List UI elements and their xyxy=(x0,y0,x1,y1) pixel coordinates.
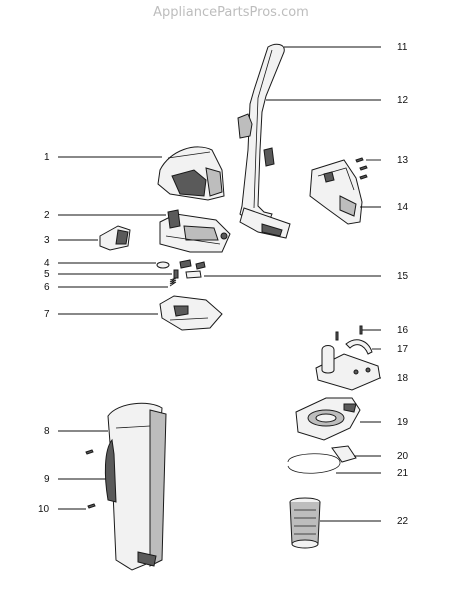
callout-18: 18 xyxy=(397,373,409,384)
pin-part-5 xyxy=(173,269,179,279)
handle-tube-part xyxy=(237,43,291,239)
callout-12: 12 xyxy=(397,95,409,106)
hood-cover-part-1 xyxy=(157,146,225,201)
callout-11: 11 xyxy=(397,42,408,53)
callout-15: 15 xyxy=(397,271,409,282)
clips-part-15 xyxy=(179,259,206,279)
callout-14: 14 xyxy=(397,202,409,213)
callout-3: 3 xyxy=(44,235,50,246)
callout-4: 4 xyxy=(44,258,50,269)
callout-10: 10 xyxy=(38,504,50,515)
callout-7: 7 xyxy=(44,309,50,320)
screws-part-16 xyxy=(335,325,363,341)
screws-part-13 xyxy=(355,157,368,180)
callout-19: 19 xyxy=(397,417,409,428)
callout-21: 21 xyxy=(397,468,409,479)
leader-lines xyxy=(58,46,381,522)
arc-handle-part-17 xyxy=(345,339,373,355)
callout-labels: 1 2 3 4 5 6 7 8 9 10 11 12 13 14 15 16 1… xyxy=(38,42,409,527)
callout-20: 20 xyxy=(397,451,409,462)
callout-9: 9 xyxy=(44,474,50,485)
spring-part-6 xyxy=(169,277,177,287)
callout-17: 17 xyxy=(397,344,409,355)
callout-1: 1 xyxy=(44,152,50,163)
base-plate-part-19 xyxy=(295,397,361,441)
callout-2: 2 xyxy=(44,210,50,221)
callout-5: 5 xyxy=(44,269,50,280)
screw-part-8b xyxy=(85,449,94,455)
screw-part-10 xyxy=(87,503,96,509)
watermark-text: AppliancePartsPros.com xyxy=(153,5,309,20)
callout-13: 13 xyxy=(397,155,409,166)
callout-16: 16 xyxy=(397,325,409,336)
side-cover-part-14 xyxy=(309,159,363,225)
washer-part-4 xyxy=(156,261,170,269)
callout-6: 6 xyxy=(44,282,50,293)
bottom-plate-part-7 xyxy=(159,295,223,331)
callout-22: 22 xyxy=(397,516,409,527)
cylinder-filter-part-22 xyxy=(289,497,321,549)
latch-part-3 xyxy=(99,225,131,251)
seal-part-20 xyxy=(331,445,357,463)
base-assembly-part-2 xyxy=(159,209,231,253)
ring-clamp-part-21 xyxy=(287,453,341,474)
dirt-cup-part-8-9 xyxy=(104,402,167,571)
callout-8: 8 xyxy=(44,426,50,437)
